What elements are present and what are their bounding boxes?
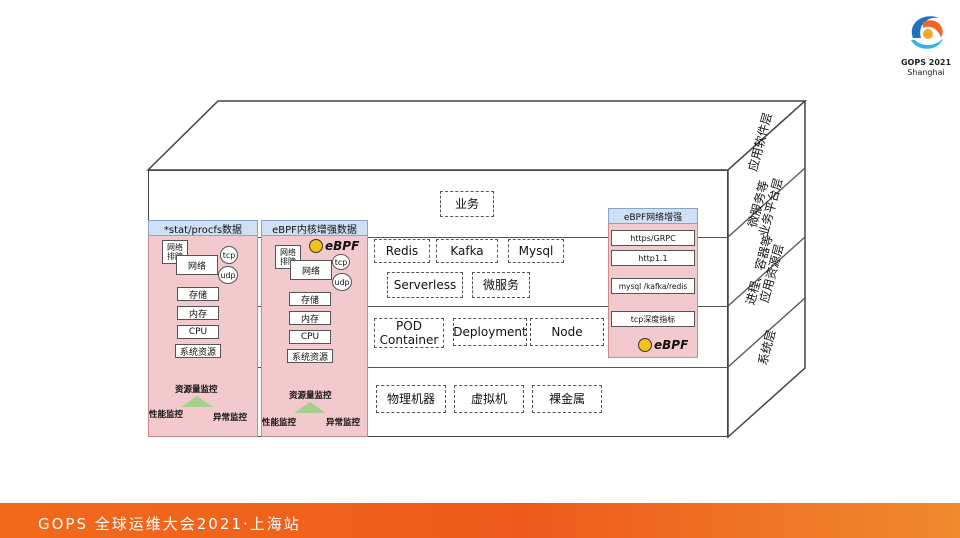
tcp-circle: tcp bbox=[220, 246, 238, 264]
network-box: 网络 bbox=[176, 255, 218, 275]
https-grpc-box: https/GRPC bbox=[611, 230, 695, 246]
layer-divider-1 bbox=[148, 237, 728, 238]
gops-logo: GOPS 2021 Shanghai bbox=[895, 8, 957, 80]
anomaly-monitor-label: 异常监控 bbox=[213, 413, 248, 423]
system-resources-box: 系统资源 bbox=[175, 344, 221, 358]
resource-monitor-label: 资源量监控 bbox=[175, 385, 218, 395]
network-box-2: 网络 bbox=[290, 260, 332, 280]
microservice-box: 微服务 bbox=[472, 272, 530, 298]
logo-line1: GOPS 2021 bbox=[900, 58, 952, 67]
tcp-circle-2: tcp bbox=[332, 254, 350, 270]
ebpf-network-panel-title: eBPF网络增强 bbox=[608, 208, 698, 224]
perf-monitor-label: 性能监控 bbox=[149, 410, 184, 420]
anomaly-monitor-label-2: 异常监控 bbox=[326, 418, 361, 428]
bee-icon bbox=[309, 239, 323, 253]
layer-divider-2 bbox=[148, 306, 728, 307]
virtual-machine-box: 虚拟机 bbox=[454, 385, 524, 413]
ebpf-logo: eBPF bbox=[309, 239, 359, 253]
gops-swirl-logo-icon bbox=[911, 16, 943, 49]
business-box: 业务 bbox=[440, 191, 494, 217]
storage-box-2: 存储 bbox=[289, 292, 331, 306]
mysql-kafka-redis-box: mysql /kafka/redis bbox=[611, 278, 695, 294]
resource-monitor-label-2: 资源量监控 bbox=[289, 391, 332, 401]
procfs-panel-title: *stat/procfs数据 bbox=[148, 220, 258, 236]
monitor-triangle-icon-2 bbox=[294, 402, 326, 413]
bare-metal-box: 裸金属 bbox=[532, 385, 602, 413]
mysql-box: Mysql bbox=[508, 239, 564, 263]
memory-box-2: 内存 bbox=[289, 311, 331, 325]
physical-machine-box: 物理机器 bbox=[376, 385, 446, 413]
cpu-box-2: CPU bbox=[289, 330, 331, 344]
layer-divider-3 bbox=[148, 367, 728, 368]
memory-box: 内存 bbox=[177, 306, 219, 320]
logo-line2: Shanghai bbox=[907, 68, 945, 77]
kafka-box: Kafka bbox=[436, 239, 498, 263]
deployment-box: Deployment bbox=[453, 318, 527, 346]
node-box: Node bbox=[530, 318, 604, 346]
footer-text: GOPS 全球运维大会2021·上海站 bbox=[38, 515, 301, 533]
http11-box: http1.1 bbox=[611, 250, 695, 266]
ebpf-kernel-panel-title: eBPF内核增强数据 bbox=[261, 220, 368, 236]
tcp-depth-metrics-box: tcp深度指标 bbox=[611, 311, 695, 327]
system-resources-box-2: 系统资源 bbox=[287, 349, 333, 363]
storage-box: 存储 bbox=[177, 287, 219, 301]
cpu-box: CPU bbox=[177, 325, 219, 339]
ebpf-logo-2: eBPF bbox=[638, 338, 688, 352]
udp-circle-2: udp bbox=[332, 273, 352, 291]
serverless-box: Serverless bbox=[387, 272, 463, 298]
perf-monitor-label-2: 性能监控 bbox=[262, 418, 297, 428]
udp-circle: udp bbox=[218, 266, 238, 284]
bee-icon-2 bbox=[638, 338, 652, 352]
redis-box: Redis bbox=[374, 239, 430, 263]
monitor-triangle-icon bbox=[181, 396, 213, 407]
footer-bar bbox=[0, 503, 960, 538]
